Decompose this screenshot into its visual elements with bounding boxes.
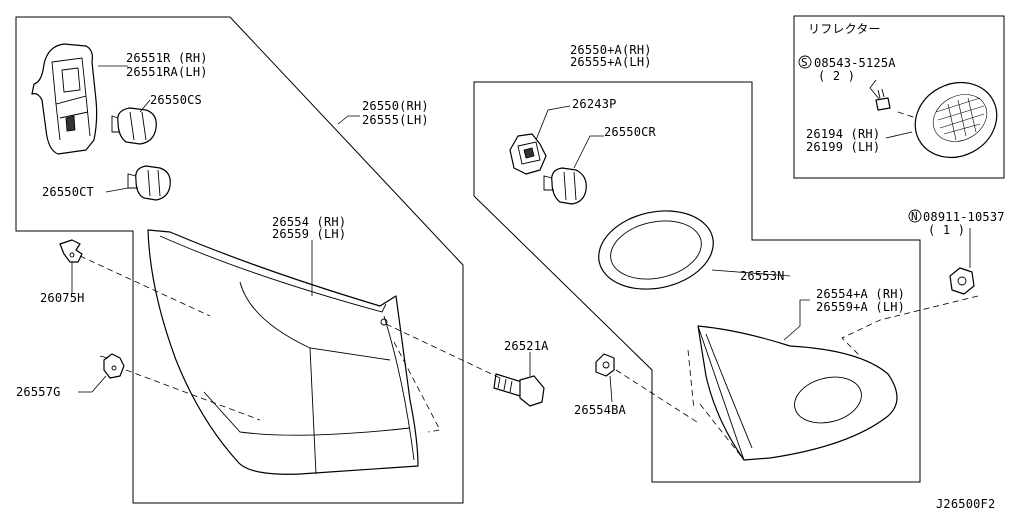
nut-26554ba-drawing: [595, 353, 615, 377]
lens-26554a-drawing: [687, 325, 898, 461]
label-lens-outer-lh: 26559 (LH): [272, 227, 346, 241]
label-screw-s: 08543-5125A: [814, 56, 896, 70]
diagram-code: J26500F2: [936, 497, 995, 511]
label-bulb-ct: 26550CT: [42, 185, 94, 199]
label-nut-n: 08911-10537: [923, 210, 1005, 224]
label-lamp-inner-lh: 26555+A(LH): [570, 55, 652, 69]
socket-26551r-drawing: [31, 43, 98, 155]
bulb-26550ct-drawing: [127, 165, 171, 201]
socket-26243p-drawing: [509, 133, 547, 175]
bulb-26550cs-drawing: [111, 107, 157, 145]
label-nut-n-qty: ( 1 ): [928, 223, 965, 237]
label-socket-lh: 26551RA(LH): [126, 65, 208, 79]
lens-26554-drawing: [147, 229, 419, 475]
gasket-26553n-drawing: [598, 210, 714, 290]
leader-lines: [71, 65, 971, 403]
label-socket-inner: 26243P: [572, 97, 617, 111]
circle-n-symbol: [908, 209, 922, 223]
label-clip-h: 26075H: [40, 291, 85, 305]
label-bulb-cs: 26550CS: [150, 93, 202, 107]
label-socket-rh: 26551R (RH): [126, 51, 208, 65]
bulb-26550cr-drawing: [543, 167, 587, 205]
label-lamp-outer-rh: 26550(RH): [362, 99, 429, 113]
label-bulb-cr: 26550CR: [604, 125, 657, 139]
label-lamp-outer-lh: 26555(LH): [362, 113, 429, 127]
reflector-frame: [793, 15, 1005, 179]
label-lens-inner-lh: 26559+A (LH): [816, 300, 905, 314]
bolt-26521a-drawing: [493, 373, 545, 407]
assembly-dash-lines: [79, 111, 979, 433]
label-clip-g: 26557G: [16, 385, 61, 399]
clip-26075h-drawing: [59, 239, 83, 263]
label-circle-n: N: [911, 210, 918, 223]
label-lens-outer-rh: 26554 (RH): [272, 215, 346, 229]
nut-08911-drawing: [949, 267, 975, 295]
label-bolt: 26521A: [504, 339, 549, 353]
label-nut-ba: 26554BA: [574, 403, 627, 417]
circle-s-symbol: [798, 55, 812, 69]
clip-26557g-drawing: [99, 353, 125, 379]
reflector-title: リフレクター: [808, 22, 881, 36]
outer-lamp-assembly-frame: [15, 16, 464, 504]
label-reflector-rh: 26194 (RH): [806, 127, 880, 141]
inner-lamp-assembly-frame: [473, 81, 921, 483]
reflector-26194-drawing: [914, 81, 998, 159]
label-gasket: 26553N: [740, 269, 785, 283]
label-lens-inner-rh: 26554+A (RH): [816, 287, 905, 301]
screw-08543-drawing: [875, 88, 891, 111]
label-lamp-inner-rh: 26550+A(RH): [570, 43, 652, 57]
label-screw-s-qty: ( 2 ): [818, 69, 855, 83]
label-reflector-lh: 26199 (LH): [806, 140, 880, 154]
label-circle-s: S: [801, 56, 808, 69]
